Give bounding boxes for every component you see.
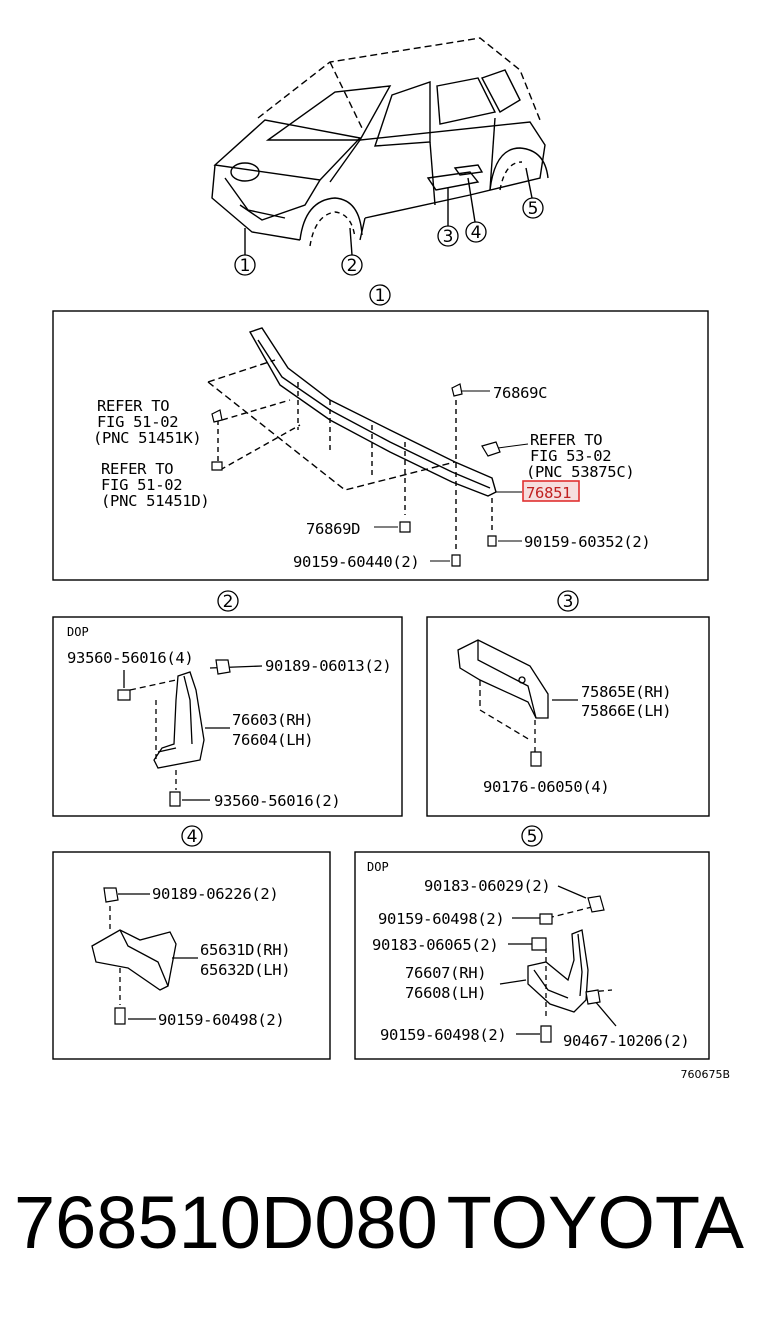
refer2-line3: (PNC 51451D) xyxy=(101,492,209,510)
panel-2 xyxy=(52,616,403,817)
callout-1: 1 xyxy=(240,256,251,276)
panel-4-header: 4 xyxy=(181,825,203,847)
refer3-line2: FIG 53-02 xyxy=(530,447,611,465)
part-76851-highlighted[interactable]: 76851 xyxy=(526,484,571,502)
callout-5: 5 xyxy=(528,199,539,219)
part-90467-10206: 90467-10206(2) xyxy=(563,1032,689,1050)
part-90159-60498-a: 90159-60498(2) xyxy=(378,910,504,928)
part-93560-56016-2: 93560-56016(2) xyxy=(214,792,340,810)
bolt-icon xyxy=(487,535,497,547)
part-90159-60440: 90159-60440(2) xyxy=(293,553,419,571)
footer: 768510D080 TOYOTA xyxy=(0,1180,760,1290)
nut-icon xyxy=(531,937,547,951)
car-illustration xyxy=(211,37,549,256)
panel-1 xyxy=(52,310,709,581)
panel-1-fasteners xyxy=(211,383,501,567)
clip-icon xyxy=(399,521,411,533)
nut-icon xyxy=(215,659,231,675)
part-76603-rh: 76603(RH) xyxy=(232,711,313,729)
brand-title: TOYOTA xyxy=(446,1181,744,1264)
panel-3-header: 3 xyxy=(557,590,579,612)
part-90189-06013: 90189-06013(2) xyxy=(265,657,391,675)
panel-3-number: 3 xyxy=(563,592,574,612)
panel-1-labels: REFER TO FIG 51-02 (PNC 51451K) REFER TO… xyxy=(93,384,651,571)
callout-2: 2 xyxy=(347,256,358,276)
bolt-icon xyxy=(451,554,461,567)
dop-label: DOP xyxy=(67,625,89,639)
panel-5-labels: DOP 90183-06029(2) 90159-60498(2) 90183-… xyxy=(367,860,690,1050)
part-number-title: 768510D080 xyxy=(14,1181,438,1264)
panel-3-labels: 75865E(RH) 75866E(LH) 90176-06050(4) xyxy=(483,683,672,796)
panel-5-number: 5 xyxy=(527,827,538,847)
front-spoiler-drawing xyxy=(207,327,497,550)
refer1-line1: REFER TO xyxy=(97,397,169,415)
part-90159-60498-b: 90159-60498(2) xyxy=(380,1026,506,1044)
panel-2-header: 2 xyxy=(217,590,239,612)
panel-4-fasteners xyxy=(103,887,126,1025)
diagram-code: 760675B xyxy=(680,1068,730,1081)
panel-3 xyxy=(426,616,710,817)
part-76607-rh: 76607(RH) xyxy=(405,964,486,982)
panel-5 xyxy=(354,851,710,1060)
bolt-icon xyxy=(211,461,223,471)
part-90183-06065: 90183-06065(2) xyxy=(372,936,498,954)
part-76869D: 76869D xyxy=(306,520,360,538)
refer3-line3: (PNC 53875C) xyxy=(526,463,634,481)
panel-4 xyxy=(52,851,331,1060)
screw-icon xyxy=(169,791,181,807)
refer2-line1: REFER TO xyxy=(101,460,173,478)
car-callout-labels: 1 2 3 4 5 xyxy=(240,199,539,276)
callout-4: 4 xyxy=(471,223,482,243)
part-93560-56016-4: 93560-56016(4) xyxy=(67,649,193,667)
clip-icon xyxy=(451,383,463,397)
part-76604-lh: 76604(LH) xyxy=(232,731,313,749)
callout-3: 3 xyxy=(443,227,454,247)
panel-2-labels: DOP 93560-56016(4) 90189-06013(2) 76603(… xyxy=(67,625,392,810)
part-65632D-lh: 65632D(LH) xyxy=(200,961,290,979)
part-90159-60352: 90159-60352(2) xyxy=(524,533,650,551)
clip-icon xyxy=(211,409,223,423)
screw-icon xyxy=(539,913,553,925)
part-75866E-lh: 75866E(LH) xyxy=(581,702,671,720)
part-90189-06226: 90189-06226(2) xyxy=(152,885,278,903)
part-75865E-rh: 75865E(RH) xyxy=(581,683,671,701)
refer2-line2: FIG 51-02 xyxy=(101,476,182,494)
dop-label-5: DOP xyxy=(367,860,389,874)
refer1-line3: (PNC 51451K) xyxy=(93,429,201,447)
clip-icon xyxy=(103,887,119,903)
car-callouts xyxy=(234,197,544,276)
part-76869C: 76869C xyxy=(493,384,547,402)
panel-2-fasteners xyxy=(117,659,231,807)
bolt-icon xyxy=(540,1025,552,1043)
panel-1-number: 1 xyxy=(375,286,386,306)
screw-icon xyxy=(117,689,131,701)
panel-2-number: 2 xyxy=(223,592,234,612)
part-90183-06029: 90183-06029(2) xyxy=(424,877,550,895)
refer3-line1: REFER TO xyxy=(530,431,602,449)
step-cover-drawing xyxy=(91,893,198,1020)
panel-1-leaders xyxy=(374,390,529,562)
refer1-line2: FIG 51-02 xyxy=(97,413,178,431)
bracket-icon xyxy=(481,441,501,457)
side-step-bracket-drawing xyxy=(457,639,578,752)
panel-4-number: 4 xyxy=(187,827,198,847)
part-90159-60498-p4: 90159-60498(2) xyxy=(158,1011,284,1029)
clip-icon xyxy=(587,895,605,913)
panel-5-header: 5 xyxy=(521,825,543,847)
highlight-box xyxy=(522,480,580,502)
bolt-icon xyxy=(585,989,601,1005)
panel-1-header: 1 xyxy=(369,284,391,306)
bolt-icon xyxy=(530,751,542,767)
panel-5-fasteners xyxy=(531,895,605,1043)
bolt-icon xyxy=(114,1007,126,1025)
part-76608-lh: 76608(LH) xyxy=(405,984,486,1002)
part-65631D-rh: 65631D(RH) xyxy=(200,941,290,959)
panel-4-labels: 90189-06226(2) 65631D(RH) 65632D(LH) 901… xyxy=(152,885,291,1029)
part-90176-06050: 90176-06050(4) xyxy=(483,778,609,796)
